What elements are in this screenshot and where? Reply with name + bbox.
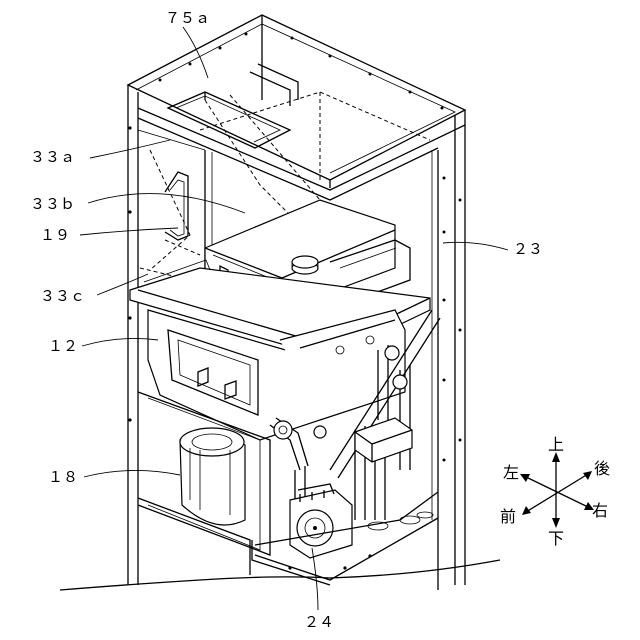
label-75a: ７５ａ: [165, 9, 210, 27]
label-19: １９: [40, 226, 70, 244]
pump-24: [290, 484, 352, 558]
compass-up: 上: [548, 435, 564, 454]
label-24: ２４: [304, 613, 334, 631]
compass-left: 左: [503, 463, 519, 482]
cutoff-line: [60, 560, 500, 590]
label-33c: ３３ｃ: [40, 287, 85, 305]
label-12: １２: [48, 337, 78, 355]
label-23: ２３: [513, 240, 543, 258]
compass-right: 右: [592, 501, 608, 520]
label-18: １８: [48, 468, 78, 486]
label-33b: ３３ｂ: [30, 195, 75, 213]
direction-compass: 上 下 左 右 前 後: [500, 435, 610, 548]
compass-down: 下: [548, 529, 564, 548]
compass-back: 後: [594, 459, 610, 478]
top-handle-75a: [168, 64, 298, 148]
compass-front: 前: [500, 507, 516, 526]
label-33a: ３３ａ: [30, 148, 75, 166]
